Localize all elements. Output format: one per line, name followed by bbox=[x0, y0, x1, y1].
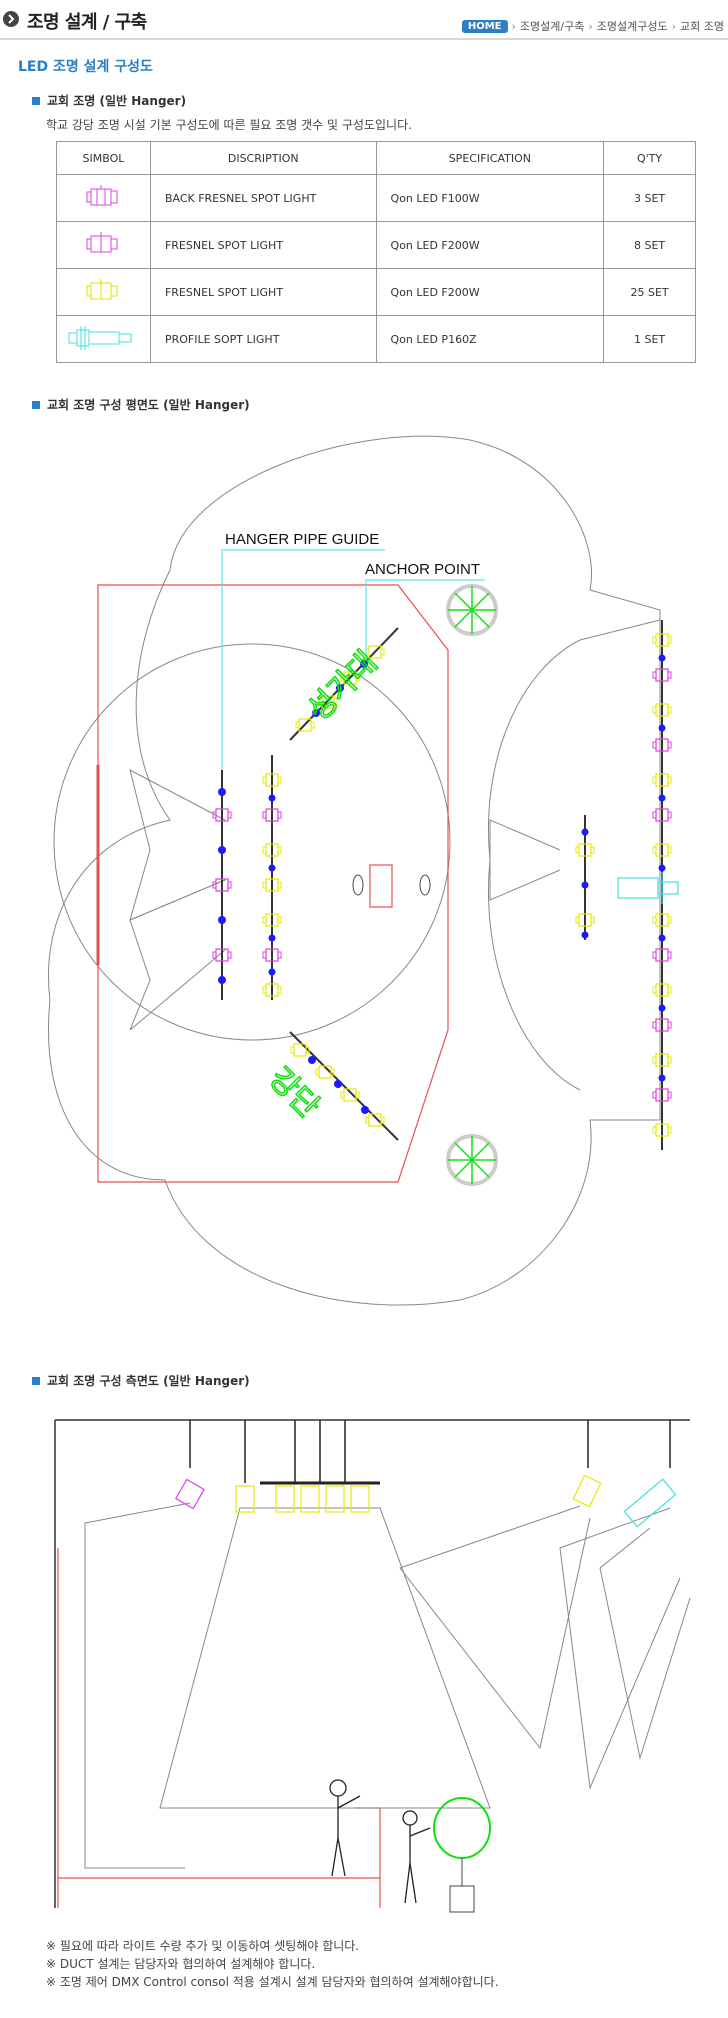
tree-icon bbox=[433, 1797, 491, 1913]
pulpit-fixture bbox=[352, 874, 431, 896]
description-cell: FRESNEL SPOT LIGHT bbox=[149, 268, 377, 316]
spec-cell: Qon LED F200W bbox=[375, 268, 605, 316]
hanger-clamps bbox=[189, 1420, 671, 1485]
qty-cell: 1 SET bbox=[603, 315, 696, 363]
breadcrumb-item-current: 교회 조명 bbox=[680, 20, 724, 33]
tree-icon bbox=[446, 1134, 498, 1186]
qty-cell: 3 SET bbox=[603, 174, 696, 222]
light-beams bbox=[84, 1502, 691, 1869]
column-header: Q'TY bbox=[603, 141, 696, 175]
chevron-right-icon: › bbox=[588, 19, 593, 33]
subsection-heading: 교회 조명 구성 평면도 (일반 Hanger) bbox=[32, 396, 250, 413]
person-icon bbox=[402, 1810, 431, 1904]
column-header: SPECIFICATION bbox=[375, 141, 605, 175]
label-hanger-pipe-guide: HANGER PIPE GUIDE bbox=[225, 531, 379, 548]
subsection-heading-text: 교회 조명 구성 측면도 (일반 Hanger) bbox=[47, 1374, 250, 1388]
profile-spot-icon bbox=[68, 325, 132, 350]
stage-outline bbox=[96, 584, 449, 1183]
pipe-lamps bbox=[290, 1043, 385, 1127]
description-cell: FRESNEL SPOT LIGHT bbox=[149, 221, 377, 269]
fresnel-spot-icon bbox=[86, 231, 118, 252]
pipe-lamps bbox=[262, 773, 282, 997]
side-view-diagram bbox=[54, 1419, 691, 1913]
back-fresnel-spot-icon bbox=[175, 1478, 205, 1510]
table-row: FRESNEL SPOT LIGHT Qon LED F200W 25 SET bbox=[56, 268, 696, 316]
page-header: 조명 설계 / 구축 HOME › 조명설계/구축 › 조명설계구성도 › 교회… bbox=[0, 0, 728, 40]
subsection-description: 학교 강당 조명 시설 기본 구성도에 따른 필요 조명 갯수 및 구성도입니다… bbox=[46, 118, 412, 132]
tree-icon bbox=[446, 584, 498, 636]
anchor-point-leader bbox=[365, 579, 485, 658]
square-bullet-icon bbox=[32, 400, 40, 409]
hanger-pipe bbox=[289, 1031, 399, 1141]
qty-cell: 8 SET bbox=[603, 221, 696, 269]
symbol-cell bbox=[56, 221, 151, 269]
symbol-cell bbox=[56, 268, 151, 316]
back-fresnel-spot-icon bbox=[86, 184, 118, 205]
description-cell: BACK FRESNEL SPOT LIGHT bbox=[149, 174, 377, 222]
subsection-heading-text: 교회 조명 구성 평면도 (일반 Hanger) bbox=[47, 398, 250, 412]
profile-spot-icon bbox=[617, 872, 679, 904]
room-outline bbox=[54, 1419, 690, 1908]
note-item: ※ 필요에 따라 라이트 수량 추가 및 이동하여 셋팅해야 합니다. bbox=[46, 1939, 360, 1953]
subsection-heading: 교회 조명 구성 측면도 (일반 Hanger) bbox=[32, 1372, 250, 1389]
breadcrumb: HOME › 조명설계/구축 › 조명설계구성도 › 교회 조명 bbox=[461, 18, 724, 34]
breadcrumb-item[interactable]: 조명설계/구축 bbox=[519, 20, 585, 33]
room-outline bbox=[48, 435, 661, 1306]
column-header: DISCRIPTION bbox=[149, 141, 377, 175]
table-header-row: SIMBOL DISCRIPTION SPECIFICATION Q'TY bbox=[56, 141, 696, 175]
fresnel-spot-icon bbox=[86, 278, 118, 299]
column-header: SIMBOL bbox=[56, 141, 151, 175]
symbol-cell bbox=[56, 174, 151, 222]
page-title: 조명 설계 / 구축 bbox=[27, 12, 147, 33]
chevron-right-icon bbox=[3, 11, 19, 27]
section-title: LED 조명 설계 구성도 bbox=[18, 59, 153, 75]
fresnel-spot-icon bbox=[235, 1474, 602, 1513]
table-row: BACK FRESNEL SPOT LIGHT Qon LED F100W 3 … bbox=[56, 174, 696, 222]
notes: ※ 필요에 따라 라이트 수량 추가 및 이동하여 셋팅해야 합니다. ※ DU… bbox=[46, 1937, 499, 1991]
note-item: ※ DUCT 설계는 담당자와 협의하여 설계해야 합니다. bbox=[46, 1957, 316, 1971]
subsection-heading: 교회 조명 (일반 Hanger) bbox=[32, 92, 186, 109]
chevron-right-icon: › bbox=[671, 19, 677, 33]
pipe-lamps bbox=[575, 828, 595, 939]
light-beams bbox=[129, 769, 561, 1031]
table-row: PROFILE SOPT LIGHT Qon LED P160Z 1 SET bbox=[56, 315, 696, 363]
pipe-lamps bbox=[652, 633, 672, 1137]
subsection-heading-text: 교회 조명 (일반 Hanger) bbox=[47, 94, 187, 108]
plan-view-diagram: HANGER PIPE GUIDE ANCHOR POINT 성가대 강단 bbox=[48, 435, 679, 1306]
hanger-pipe-leader bbox=[221, 549, 385, 770]
table-row: FRESNEL SPOT LIGHT Qon LED F200W 8 SET bbox=[56, 221, 696, 269]
spec-cell: Qon LED P160Z bbox=[375, 315, 605, 363]
square-bullet-icon bbox=[32, 96, 40, 105]
pipe-lamps bbox=[295, 645, 385, 732]
spec-cell: Qon LED F200W bbox=[375, 221, 605, 269]
spec-cell: Qon LED F100W bbox=[375, 174, 605, 222]
pipe-lamps bbox=[212, 788, 232, 984]
note-item: ※ 조명 제어 DMX Control consol 적용 설계시 설계 담당자… bbox=[46, 1975, 499, 1989]
label-anchor-point: ANCHOR POINT bbox=[365, 561, 480, 578]
profile-spot-icon bbox=[623, 1478, 677, 1528]
home-badge[interactable]: HOME bbox=[461, 19, 508, 33]
breadcrumb-item[interactable]: 조명설계구성도 bbox=[596, 20, 668, 33]
square-bullet-icon bbox=[32, 1376, 40, 1385]
description-cell: PROFILE SOPT LIGHT bbox=[149, 315, 377, 363]
symbol-cell bbox=[56, 315, 151, 363]
chevron-right-icon: › bbox=[511, 19, 516, 33]
stage-outline bbox=[57, 1548, 381, 1908]
spec-table: SIMBOL DISCRIPTION SPECIFICATION Q'TY BA… bbox=[56, 141, 696, 363]
qty-cell: 25 SET bbox=[603, 268, 696, 316]
label-choir: 성가대 bbox=[301, 645, 384, 728]
person-icon bbox=[329, 1779, 361, 1877]
